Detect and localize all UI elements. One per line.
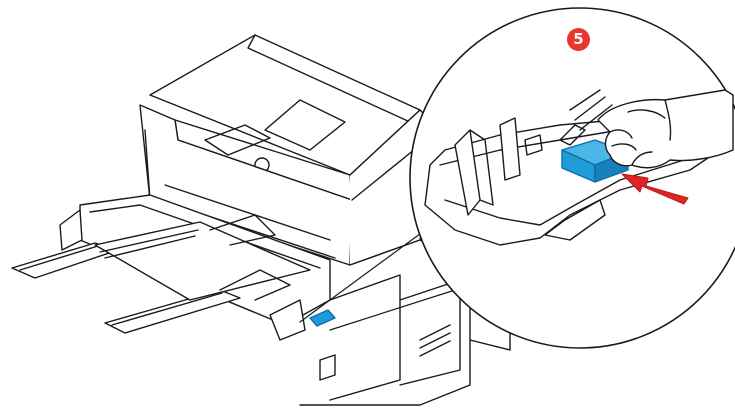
blue-lever-small [309, 309, 336, 327]
paper-stack-icon [94, 214, 311, 301]
magnifier-callout-icon [409, 7, 735, 349]
hand-icon [597, 89, 734, 169]
push-arrow-icon [621, 173, 689, 205]
callout-line-bottom [329, 289, 456, 331]
step-number-badge: 5 [567, 28, 590, 51]
callout-line-top [299, 227, 429, 323]
